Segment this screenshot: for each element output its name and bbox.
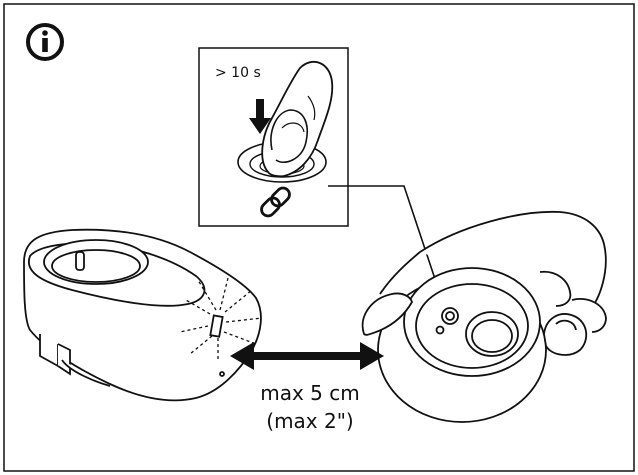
led-blink-rays	[179, 277, 263, 362]
leader-line	[328, 185, 449, 319]
distance-metric-label: max 5 cm	[260, 381, 360, 405]
double-headed-arrow-icon	[230, 342, 384, 370]
chain-link-icon	[260, 186, 291, 218]
distance-imperial-label: (max 2")	[266, 409, 353, 433]
info-icon	[26, 23, 64, 61]
down-arrow-icon	[249, 99, 271, 134]
remote-in-hand	[361, 210, 607, 423]
finger	[261, 60, 334, 178]
press-duration-label: > 10 s	[215, 65, 261, 81]
smart-plug	[23, 228, 262, 402]
inset-panel: > 10 s	[198, 47, 349, 227]
